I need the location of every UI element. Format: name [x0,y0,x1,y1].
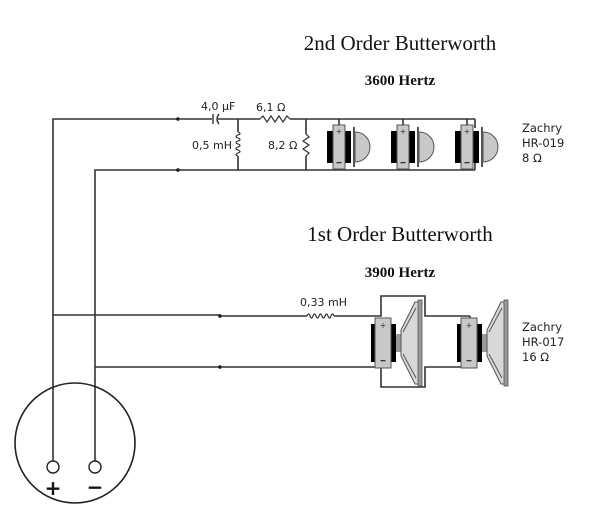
tweeter-impedance: 8 Ω [522,151,542,165]
midrange-model: HR-017 [522,335,564,349]
tweeter-network: 4,0 µF 6,1 Ω 0,5 mH 8,2 Ω [178,100,476,171]
shunt-resistor-symbol [301,133,311,157]
tweeter-speaker-label: Zachry HR-019 8 Ω [522,121,564,165]
inductor-value: 0,5 mH [192,139,232,152]
tweeter-section-title: 2nd Order Butterworth [304,31,497,55]
midrange-brand: Zachry [522,320,562,334]
tweeter-speaker-2 [390,119,435,170]
tweeter-section-frequency: 3600 Hertz [365,73,436,89]
midrange-speaker-2 [456,299,509,387]
series-resistor-symbol [259,114,291,124]
capacitor-value: 4,0 µF [201,100,235,113]
midrange-speaker-label: Zachry HR-017 16 Ω [522,320,564,364]
negative-terminal [88,460,102,474]
positive-feed-wire [52,118,220,462]
input-connector: + − [14,382,136,504]
shunt-resistor-value: 8,2 Ω [268,139,297,152]
tweeter-speaker-3 [454,119,499,170]
midrange-inductor-value: 0,33 mH [300,296,347,309]
tweeter-speaker-1 [326,119,371,170]
negative-feed-wire [94,169,220,462]
inductor-symbol [235,131,241,157]
tweeter-brand: Zachry [522,121,562,135]
midrange-section-frequency: 3900 Hertz [365,265,436,281]
positive-sign: + [45,476,62,500]
capacitor-symbol [212,113,220,125]
connector-housing [14,382,136,504]
midrange-network: 0,33 mH [220,295,470,388]
midrange-section-title: 1st Order Butterworth [307,222,493,246]
midrange-impedance: 16 Ω [522,350,549,364]
negative-sign: − [87,475,104,499]
tweeter-model: HR-019 [522,136,564,150]
positive-terminal [46,460,60,474]
series-resistor-value: 6,1 Ω [256,101,285,114]
midrange-inductor-symbol [306,313,335,319]
midrange-speaker-1 [370,299,423,387]
